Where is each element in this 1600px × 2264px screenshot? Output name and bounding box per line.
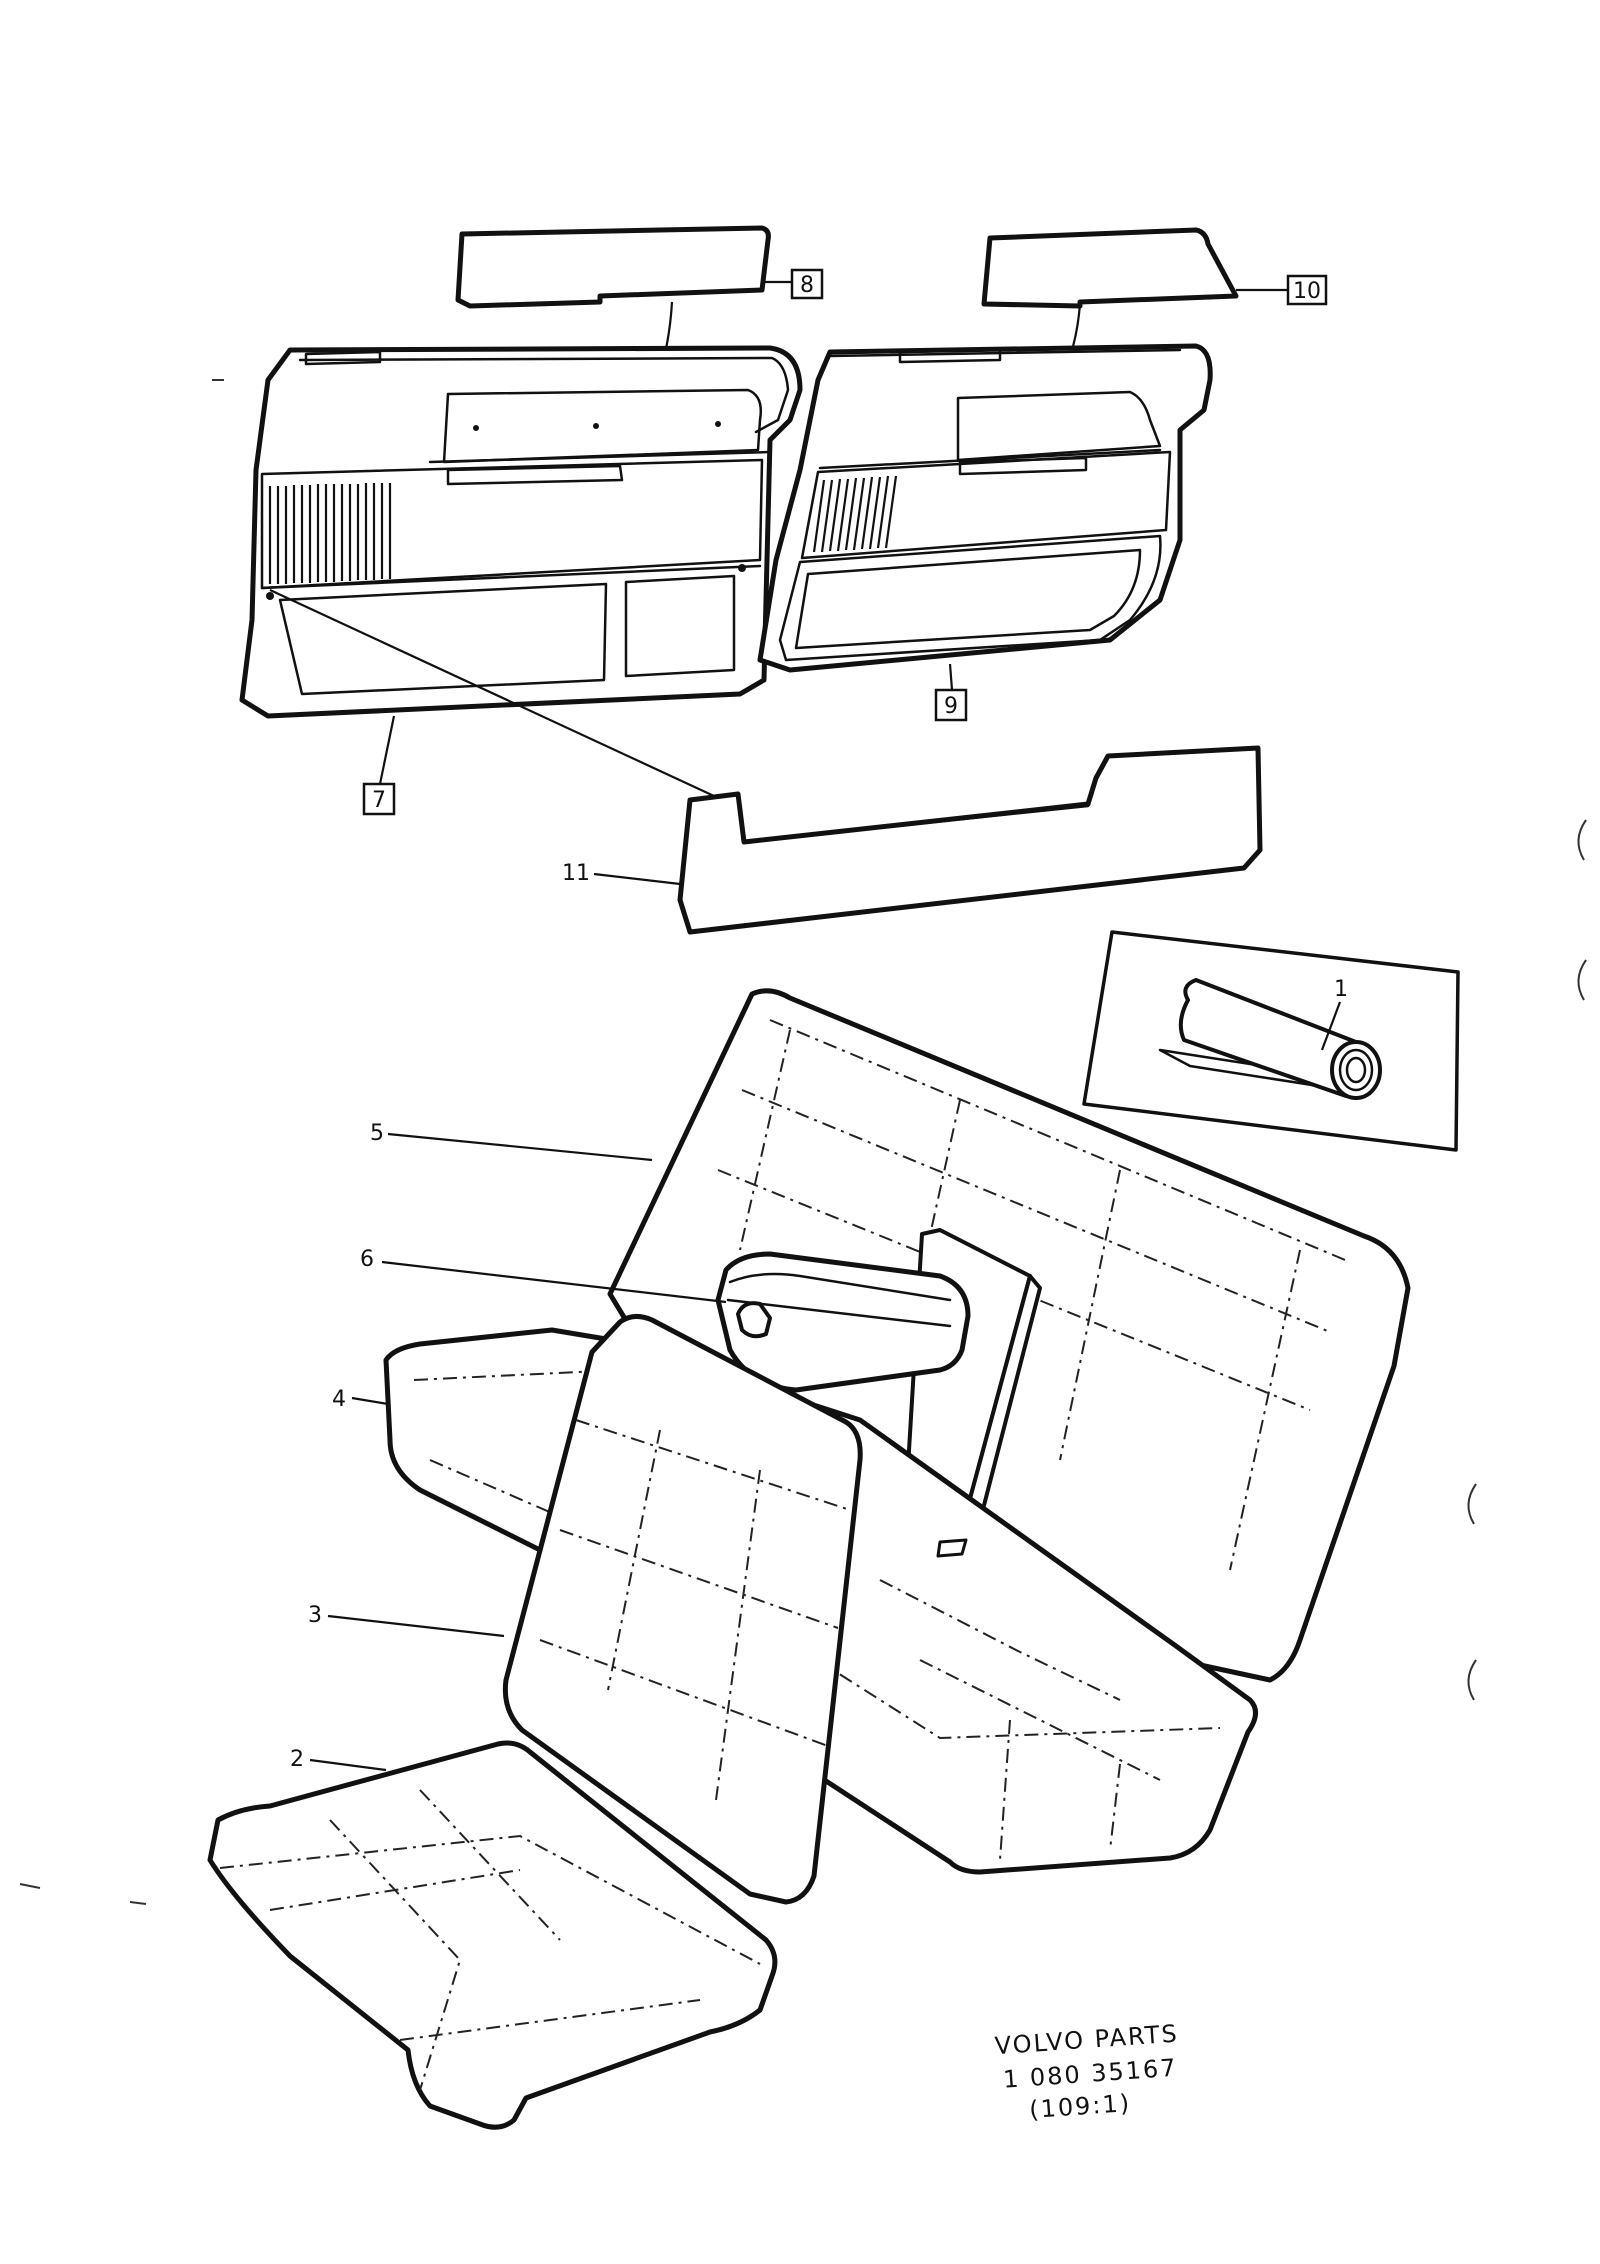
caption-brand: VOLVO PARTS: [994, 2019, 1180, 2060]
speaker-grille-7: [268, 483, 392, 584]
callout-8: 8: [800, 273, 814, 298]
callout-5: 5: [370, 1121, 384, 1146]
callout-1: 1: [1334, 977, 1348, 1002]
callout-2: 2: [290, 1747, 304, 1772]
callout-4: 4: [332, 1387, 346, 1412]
caption-reference: (109:1): [1028, 2089, 1132, 2124]
part-9-door-panel: 9: [757, 343, 1213, 722]
callout-box-10: [1286, 274, 1328, 306]
part-1-fabric-roll: 1: [1082, 930, 1460, 1152]
callout-9: 9: [944, 694, 958, 719]
speaker-grille-9: [812, 475, 898, 553]
callout-box-9: [934, 688, 968, 722]
margin-marks: [19, 379, 1587, 1905]
part-2-split-cushion: 2: [207, 1740, 778, 2130]
callout-11: 11: [562, 861, 590, 886]
caption-part-number: 1 080 35167: [1002, 2054, 1178, 2094]
part-11-lower-trim: 11: [269, 589, 1263, 935]
part-3-split-backrest: 3: [308, 1314, 863, 1905]
callout-box-7: [362, 782, 396, 816]
part-number-caption: VOLVO PARTS 1 080 35167 (109:1): [994, 2019, 1180, 2124]
part-7-door-panel: 7: [239, 345, 803, 816]
part-6-armrest: 6: [360, 1247, 971, 1393]
callout-3: 3: [308, 1603, 322, 1628]
callout-box-8: [790, 268, 824, 300]
callout-6: 6: [360, 1247, 374, 1272]
callout-10: 10: [1293, 279, 1321, 304]
callout-7: 7: [372, 788, 386, 813]
